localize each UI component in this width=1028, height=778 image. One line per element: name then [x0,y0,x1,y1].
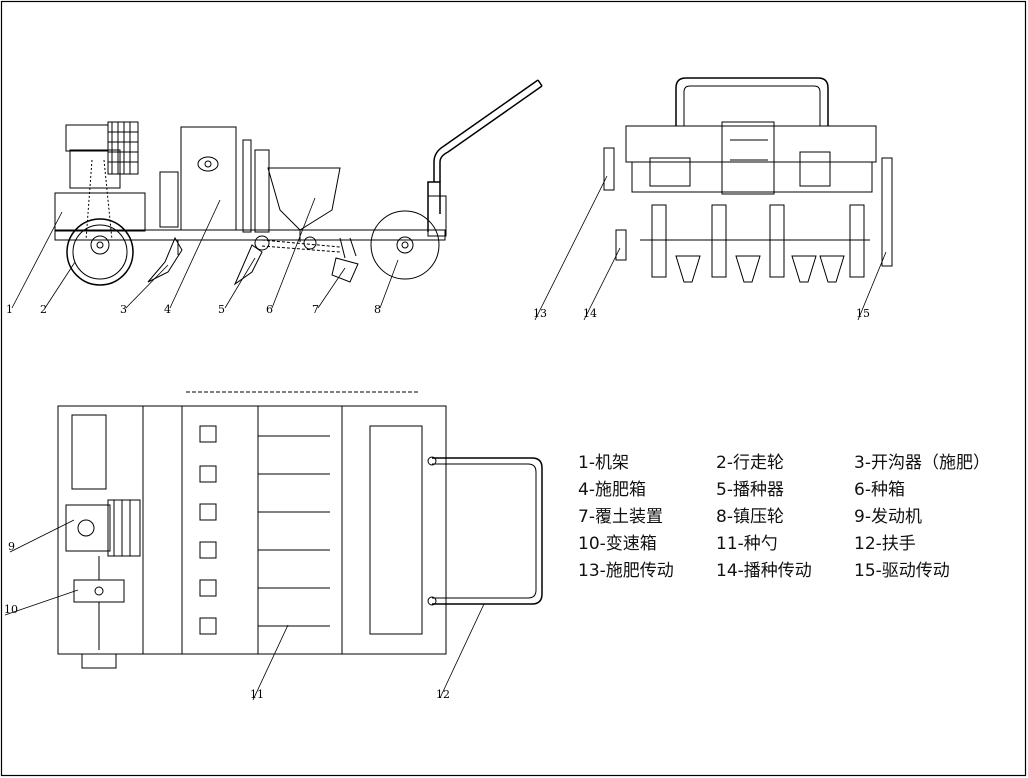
rear-leaders [534,175,887,321]
callout-12: 12 [436,688,450,701]
top-fertilizer-box [181,405,259,655]
fertilizing-transmission [603,147,615,191]
callout-1: 1 [6,303,13,316]
handle-mount [427,195,447,237]
callout-6: 6 [266,303,273,316]
fertilizer-opener [147,236,183,283]
legend-item: 11-种勺 [716,534,778,554]
legend-item: 6-种箱 [854,480,905,500]
handle-top [432,457,543,605]
top-spoons [199,425,330,635]
top-frame [57,405,447,655]
callout-4: 4 [164,303,171,316]
handle-side [427,79,539,232]
walking-wheel [66,218,134,286]
press-wheel [370,210,440,280]
frame-front-block [54,192,146,232]
rear-openers [640,204,870,283]
legend-item: 10-变速箱 [578,534,657,554]
legend-item: 3-开沟器（施肥） [854,453,990,473]
legend-item: 13-施肥传动 [578,561,674,581]
rear-frame-mid [631,161,873,193]
legend-item: 9-发动机 [854,507,922,527]
gearbox [73,556,125,669]
callout-13: 13 [533,307,547,320]
rear-view [534,77,893,321]
callout-3: 3 [120,303,127,316]
seeding-chain [261,239,341,253]
side-view [11,79,543,309]
seeder [233,139,270,286]
legend-item: 4-施肥箱 [578,480,646,500]
callout-9: 9 [8,540,15,553]
callout-2: 2 [40,303,47,316]
top-window [71,414,107,490]
callout-11: 11 [250,688,264,701]
parts-legend: 1-机架 2-行走轮 3-开沟器（施肥） 4-施肥箱 5-播种器 6-种箱 7-… [578,452,1018,583]
engine-top [65,499,141,557]
legend-item: 8-镇压轮 [716,507,784,527]
side-leaders [11,197,399,309]
top-press-area [369,425,423,635]
fertilizer-box [159,126,237,231]
seed-box [267,167,341,231]
driving-transmission [881,157,893,267]
legend-item: 1-机架 [578,453,629,473]
callout-10: 10 [4,603,18,616]
callout-5: 5 [218,303,225,316]
top-view [4,391,543,701]
legend-item: 14-播种传动 [716,561,812,581]
engine-rear [721,121,775,195]
legend-item: 2-行走轮 [716,453,784,473]
callout-8: 8 [374,303,381,316]
drive-chain [85,159,113,241]
callout-14: 14 [583,307,597,320]
top-leaders [4,519,485,701]
engine-side [65,121,139,189]
frame-beam [54,229,446,241]
rear-frame-top [625,125,877,163]
legend-item: 12-扶手 [854,534,916,554]
legend-item: 5-播种器 [716,480,784,500]
top-seed-box [257,405,343,655]
callout-15: 15 [856,307,870,320]
seeding-transmission [615,229,627,261]
legend-item: 7-覆土装置 [578,507,663,527]
handle-rear [675,77,829,126]
seeding-sprocket [254,235,270,251]
legend-item: 15-驱动传动 [854,561,950,581]
covering-device [331,257,359,283]
callout-7: 7 [312,303,319,316]
